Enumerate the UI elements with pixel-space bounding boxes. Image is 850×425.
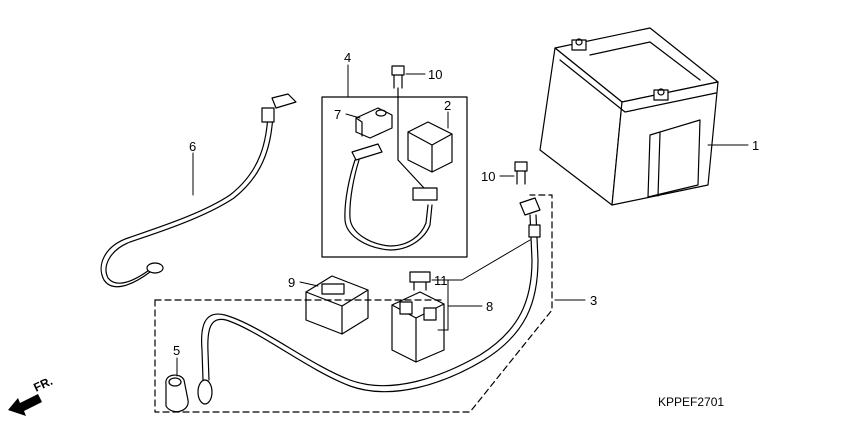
callout-11: 11 xyxy=(434,273,448,288)
bolt-top xyxy=(391,65,405,89)
fuse xyxy=(409,271,431,291)
front-direction-arrow: FR. xyxy=(8,374,55,416)
callout-4: 4 xyxy=(344,50,351,65)
fuse-box-cover xyxy=(407,121,453,173)
terminal-cover xyxy=(355,107,393,139)
cable-boot xyxy=(165,374,189,413)
starter-relay xyxy=(391,291,445,363)
leader-lines xyxy=(176,64,749,377)
diagram-code: KPPEF2701 xyxy=(658,395,724,409)
callout-5: 5 xyxy=(173,343,180,358)
callout-8: 8 xyxy=(486,299,493,314)
callout-7: 7 xyxy=(334,107,341,122)
starter-cable-inner xyxy=(344,87,438,251)
callout-10-top: 10 xyxy=(428,67,442,82)
starter-group-frame xyxy=(321,96,468,258)
bolt-right xyxy=(514,161,528,185)
battery xyxy=(539,27,719,206)
callout-9: 9 xyxy=(288,275,295,290)
callout-10-right: 10 xyxy=(481,169,495,184)
front-direction-label: FR. xyxy=(31,374,54,395)
callout-3: 3 xyxy=(590,293,597,308)
callout-2: 2 xyxy=(444,98,451,113)
starter-cable xyxy=(100,93,297,288)
relay-cover xyxy=(305,275,369,335)
callout-1: 1 xyxy=(752,138,759,153)
ground-cable xyxy=(197,197,541,405)
callout-6: 6 xyxy=(189,139,196,154)
